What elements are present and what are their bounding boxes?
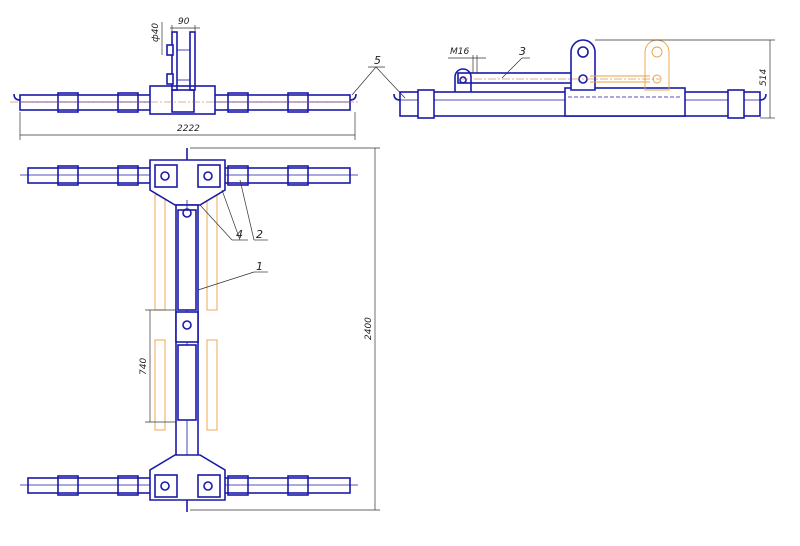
dim-overall-width: 2222	[177, 124, 200, 134]
dim-mount-width: 90	[178, 17, 190, 27]
dim-cylinder-stroke: 740	[139, 358, 149, 375]
dim-height: 514	[759, 69, 769, 86]
callout-label-1: 1	[256, 260, 263, 273]
dim-overall-length: 2400	[364, 317, 374, 340]
dim-thread: M16	[450, 47, 469, 57]
dim-pin-diameter: ф40	[151, 23, 161, 42]
callout-label-5: 5	[374, 54, 381, 67]
callout-label-4: 4	[236, 228, 243, 241]
side-view: 514 M16 3	[393, 39, 775, 119]
callout-label-2: 2	[256, 228, 263, 241]
front-view: ф40 90 2222	[10, 17, 360, 140]
callout-5: 5	[351, 54, 406, 99]
callout-label-3: 3	[519, 45, 526, 58]
plan-view: 2400 740 4 2 1	[20, 147, 380, 512]
